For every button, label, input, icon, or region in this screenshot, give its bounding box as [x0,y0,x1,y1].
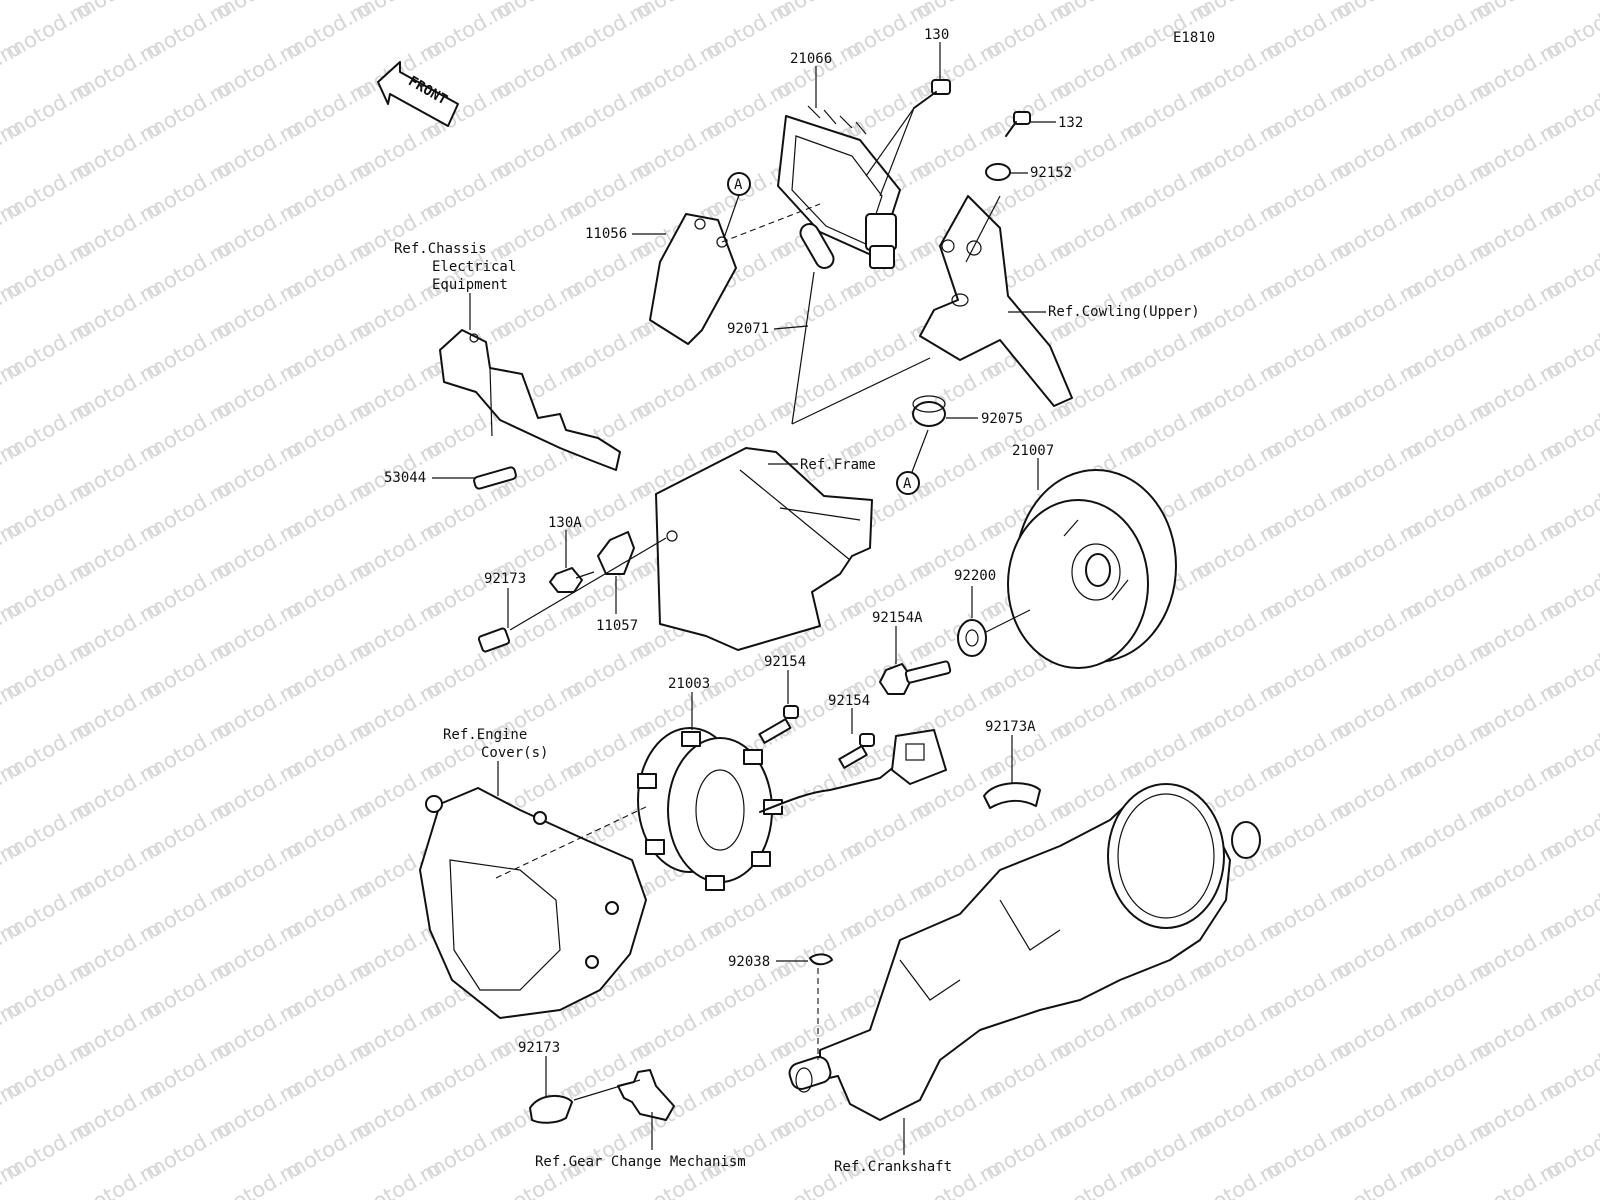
ref-frame: Ref.Frame [800,457,876,473]
washer-92200-part [957,609,1031,657]
callout-a-bottom: A [896,429,929,495]
diagram-code: E1810 [1173,30,1215,46]
key-92038-part [809,953,833,966]
ref-engine-line1: Ref.Engine [443,727,527,743]
part-label-21066: 21066 [790,51,832,67]
part-label-92075: 92075 [981,411,1023,427]
ref-chassis-line1: Ref.Chassis [394,241,487,257]
part-label-92038: 92038 [728,954,770,970]
part-label-130: 130 [924,27,949,43]
chassis-bracket-part [439,329,621,471]
ref-cowling: Ref.Cowling(Upper) [1048,304,1200,320]
watermark-text: motod.ru [0,0,26,24]
washer-92152-part [985,163,1011,181]
part-label-92154-a: 92154 [764,654,806,670]
rotor-21007-part [1007,469,1177,669]
ref-chassis-line3: Equipment [432,277,508,293]
bolt-92154A-part [879,660,952,695]
watermark-text: motod.ru [1191,1155,1286,1200]
clamp-92173A-part [983,782,1041,809]
watermark-text: motod.ru [71,1155,166,1200]
callout-a-top: A [723,172,751,239]
part-label-21007: 21007 [1012,443,1054,459]
ref-crankshaft: Ref.Crankshaft [834,1159,952,1175]
cowling-bracket-part [919,195,1073,407]
watermark-text: motod.ru [351,1155,446,1200]
part-label-92173-bottom: 92173 [518,1040,560,1056]
part-label-92152: 92152 [1030,165,1072,181]
part-label-92173-top: 92173 [484,571,526,587]
part-labels: 130 21066 132 92152 11056 92071 92075 21… [384,27,1083,1096]
reference-labels: Ref.Chassis Electrical Equipment Ref.Cow… [394,241,1200,1175]
ref-gear-change: Ref.Gear Change Mechanism [535,1154,746,1170]
frame-part [655,447,873,651]
bolt-92154-b-part [838,733,875,769]
watermark-text: motod.ru [1051,1155,1146,1200]
switch-92173-bottom-part [529,1095,573,1124]
svg-text:A: A [903,476,912,492]
switch-92173-part [477,537,667,653]
engine-cover-part [419,787,649,1019]
grommet-92071-part [791,223,931,425]
part-label-53044: 53044 [384,470,426,486]
plate-11057-part [597,531,635,575]
bolt-92154-a-part [758,705,799,744]
gear-change-bracket-part [573,1069,675,1121]
bracket-11056-part [649,203,821,345]
part-label-92154A: 92154A [872,610,923,626]
part-label-21003: 21003 [668,676,710,692]
stator-21003-part [637,727,901,891]
watermark-text: motod.ru [211,1155,306,1200]
part-label-130A: 130A [548,515,582,531]
bolt-130-part [865,79,951,197]
regulator-rectifier-part [777,105,901,269]
part-label-132: 132 [1058,115,1083,131]
watermark-text: motod.ru [1331,1155,1426,1200]
grommet-92075-part [912,395,946,427]
part-label-92071: 92071 [727,321,769,337]
bolt-132-part [1005,111,1031,137]
watermark-text: motod.ru [1471,1155,1566,1200]
crankshaft-part [788,783,1261,1121]
svg-text:A: A [734,177,743,193]
part-label-11057: 11057 [596,618,638,634]
part-label-92173A: 92173A [985,719,1036,735]
part-label-92200: 92200 [954,568,996,584]
ref-chassis-line2: Electrical [432,259,516,275]
part-label-11056: 11056 [585,226,627,242]
ref-engine-line2: Cover(s) [481,745,548,761]
part-label-92154-b: 92154 [828,693,870,709]
grommet-53044-part [473,466,517,490]
connector-part [891,729,947,785]
